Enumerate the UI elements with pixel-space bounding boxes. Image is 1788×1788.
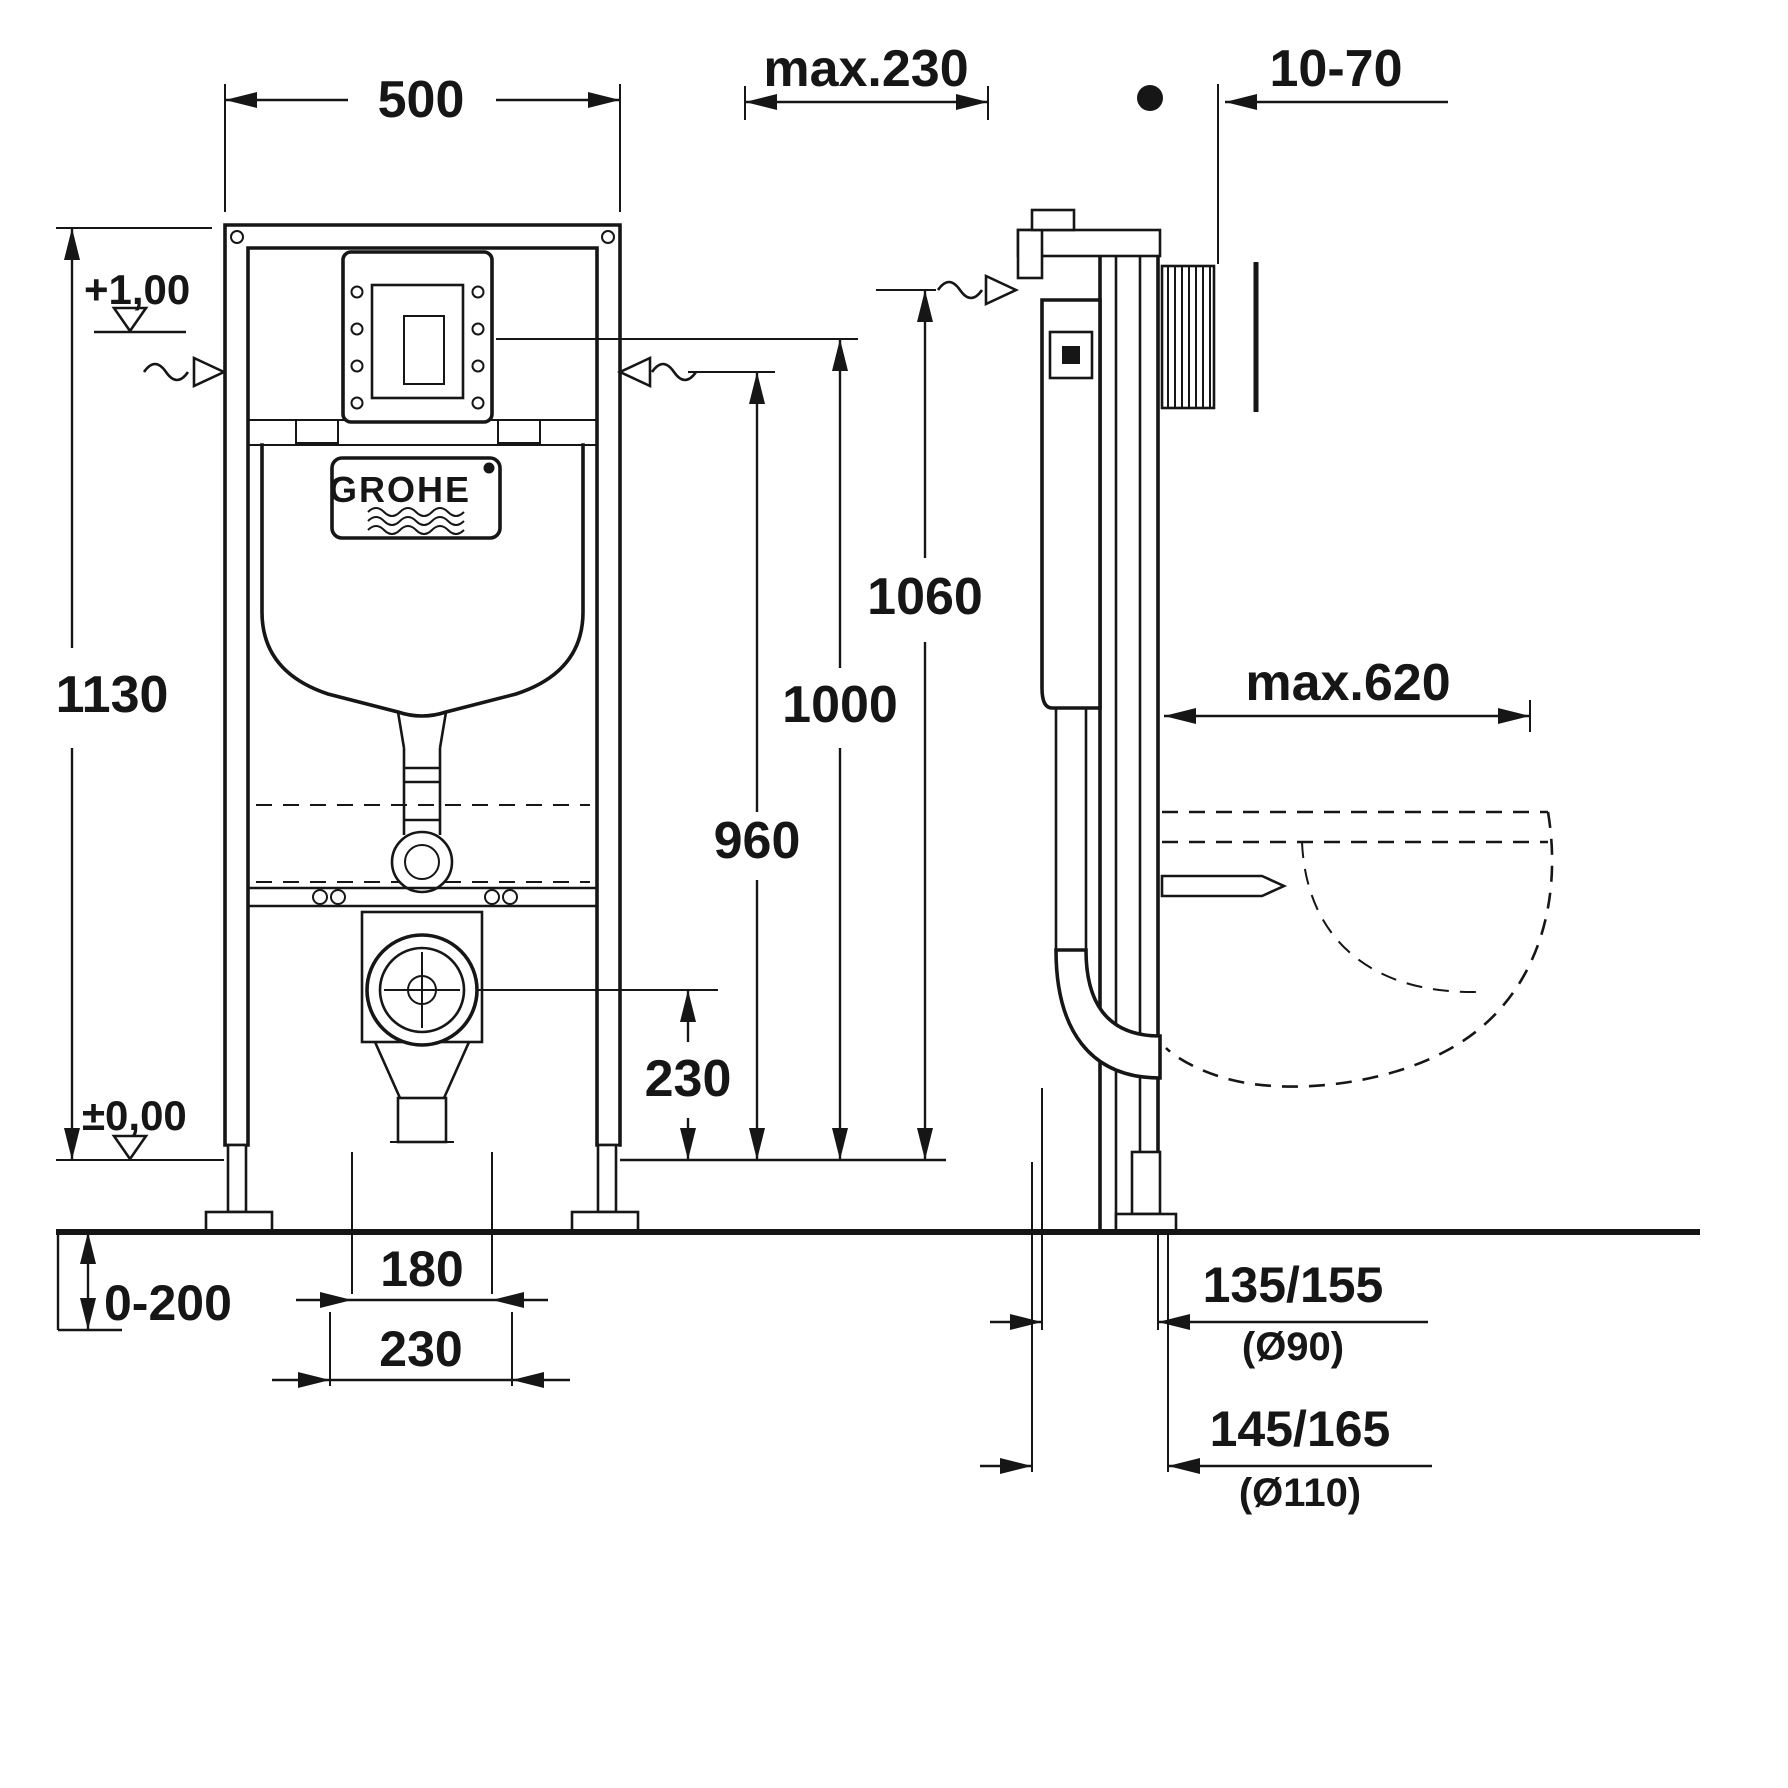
dia-110-label: (Ø110) xyxy=(1239,1471,1361,1515)
front-view: GROHE xyxy=(204,223,640,1234)
water-inlet-arrow-left xyxy=(142,355,228,389)
open-arrow-icon xyxy=(616,355,652,389)
flush-plate xyxy=(341,250,494,424)
inlet-height-label: 960 xyxy=(714,812,801,870)
frame-leg xyxy=(226,1143,248,1214)
drain-elbow xyxy=(1054,948,1162,1080)
dim-offset-d110: 145/165 (Ø110) xyxy=(980,1162,1432,1515)
brand-logo: GROHE xyxy=(329,456,502,540)
bowl-mounting-bar xyxy=(1160,874,1288,898)
dia-90-label: (Ø90) xyxy=(1242,1325,1344,1369)
pipe-flange xyxy=(390,830,454,894)
wave-icon xyxy=(650,362,698,382)
cistern-body xyxy=(260,443,585,718)
brand-logo-text: GROHE xyxy=(329,469,471,510)
offset-d90-label: 135/155 xyxy=(1203,1257,1384,1313)
level-plus-symbol: +1,00 xyxy=(84,266,190,334)
wc-bowl-dashed xyxy=(1162,810,1554,1088)
dim-outlet-180: 180 xyxy=(296,1152,548,1308)
side-flush-pipe xyxy=(1054,708,1088,950)
dim-foot-adjust: 0-200 xyxy=(80,1232,232,1331)
water-inlet-arrow-right xyxy=(616,355,698,389)
front-frame-outer xyxy=(223,223,622,1147)
level-mark-icon xyxy=(111,1134,149,1162)
open-arrow-icon xyxy=(984,273,1020,307)
actuation-height-label: 1000 xyxy=(782,676,898,734)
outlet-socket xyxy=(396,1096,448,1144)
dim-drain-height-230: 230 xyxy=(478,989,732,1160)
drain-height-label: 230 xyxy=(645,1050,732,1108)
offset-d110-label: 145/165 xyxy=(1210,1401,1391,1457)
max-bowl-depth-label: max.620 xyxy=(1245,654,1450,712)
dim-wall-10-70: 10-70 xyxy=(1225,40,1448,110)
flush-pipe xyxy=(396,711,448,835)
max-depth-label: max.230 xyxy=(763,40,968,98)
dim-960: 960 xyxy=(688,371,801,1160)
water-inlet-arrow-side xyxy=(936,273,1020,307)
open-arrow-icon xyxy=(192,355,228,389)
supply-height-label: 1060 xyxy=(867,568,983,626)
dim-offset-d90: 135/155 (Ø90) xyxy=(990,1088,1428,1369)
dim-fixing-230: 230 xyxy=(272,1312,570,1388)
level-zero-symbol: ±0,00 xyxy=(82,1092,187,1162)
outlet-width-label: 180 xyxy=(380,1241,463,1297)
dim-1000: 1000 xyxy=(496,338,898,1160)
wall-thickness-label: 10-70 xyxy=(1270,40,1403,98)
frame-screw-icon xyxy=(230,230,244,244)
dim-front-height-1130: 1130 xyxy=(56,227,224,1161)
dim-max-230: max.230 xyxy=(744,40,989,120)
foot-adjust-label: 0-200 xyxy=(104,1275,232,1331)
dim-max-620: max.620 xyxy=(1164,654,1531,732)
level-zero-label: ±0,00 xyxy=(82,1092,187,1139)
front-width-label: 500 xyxy=(378,71,465,129)
logo-dot-icon xyxy=(483,462,495,474)
wall-hatch xyxy=(1160,264,1216,410)
cistern-side xyxy=(1040,298,1102,710)
logo-wave-icon xyxy=(367,507,465,517)
lower-crossbar xyxy=(248,886,597,908)
side-view xyxy=(1016,84,1554,1234)
dim-1060: 1060 xyxy=(867,289,983,1160)
front-height-label: 1130 xyxy=(56,666,169,724)
fixing-point-dot-icon xyxy=(1137,85,1163,111)
logo-wave-icon xyxy=(367,525,465,535)
dim-front-width-500: 500 xyxy=(224,71,621,212)
logo-wave-icon xyxy=(367,516,465,526)
level-mark-icon xyxy=(94,306,186,334)
side-frame-rails xyxy=(1098,234,1160,1232)
frame-screw-icon xyxy=(601,230,615,244)
fixing-spacing-label: 230 xyxy=(379,1321,462,1377)
level-plus-label: +1,00 xyxy=(84,266,190,313)
side-frame-leg xyxy=(1130,1150,1162,1216)
front-frame-inner xyxy=(246,246,599,1147)
wave-icon xyxy=(142,362,190,382)
wave-icon xyxy=(936,280,984,300)
frame-leg xyxy=(596,1143,618,1214)
